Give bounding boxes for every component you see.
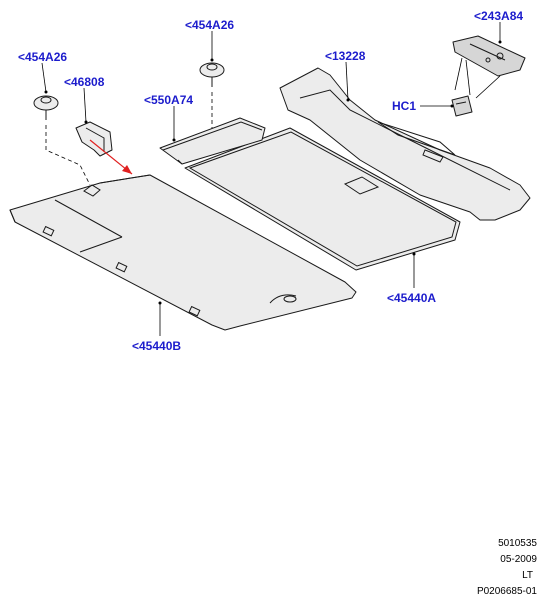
leader-454a26-left: [41, 62, 47, 93]
side-trim-13228[interactable]: [279, 67, 531, 221]
leader-dot: [412, 252, 416, 256]
callout-45440b[interactable]: <45440B: [132, 339, 182, 353]
assembly-line-left: [45, 125, 91, 186]
leader-243a84-clip-a: [454, 57, 463, 91]
leader-dot: [450, 104, 454, 108]
fastener-454a26-top[interactable]: [199, 62, 225, 87]
loadspace-floor-panel[interactable]: [9, 174, 357, 331]
callout-550a74[interactable]: <550A74: [144, 93, 194, 107]
callout-13228[interactable]: <13228: [325, 49, 366, 63]
callout-hc1[interactable]: HC1: [392, 99, 417, 113]
footer-region: LT: [522, 570, 533, 581]
footer-date: 05-2009: [500, 554, 537, 565]
footer-code: 5010535: [498, 538, 537, 549]
leader-243a84-clip-b: [465, 59, 471, 96]
callout-243a84[interactable]: <243A84: [474, 9, 524, 23]
footer-ref: P0206685-01: [476, 586, 537, 597]
leader-dot: [84, 120, 88, 124]
bracket-243a84[interactable]: [452, 35, 526, 77]
callout-45440a[interactable]: <45440A: [387, 291, 437, 305]
clip-hc1[interactable]: [451, 95, 473, 117]
leader-dot: [158, 301, 162, 305]
leader-dot: [172, 138, 176, 142]
trim-panel-550a74[interactable]: [159, 117, 266, 165]
bracket-46808[interactable]: [75, 121, 113, 157]
leader-46808: [83, 87, 87, 123]
callout-46808[interactable]: <46808: [64, 75, 105, 89]
callout-454a26-top[interactable]: <454A26: [185, 18, 235, 32]
callout-454a26-left[interactable]: <454A26: [18, 50, 68, 64]
leader-dot: [210, 58, 214, 62]
indicator-arrow-head: [122, 165, 132, 174]
leader-dot: [498, 40, 502, 44]
main-floor-panel[interactable]: [184, 127, 461, 271]
leader-dot: [44, 90, 48, 94]
leader-13228: [345, 61, 349, 101]
fastener-454a26-left[interactable]: [33, 95, 59, 120]
leader-dot: [346, 98, 350, 102]
leader-243a84-clip-c: [475, 75, 501, 99]
